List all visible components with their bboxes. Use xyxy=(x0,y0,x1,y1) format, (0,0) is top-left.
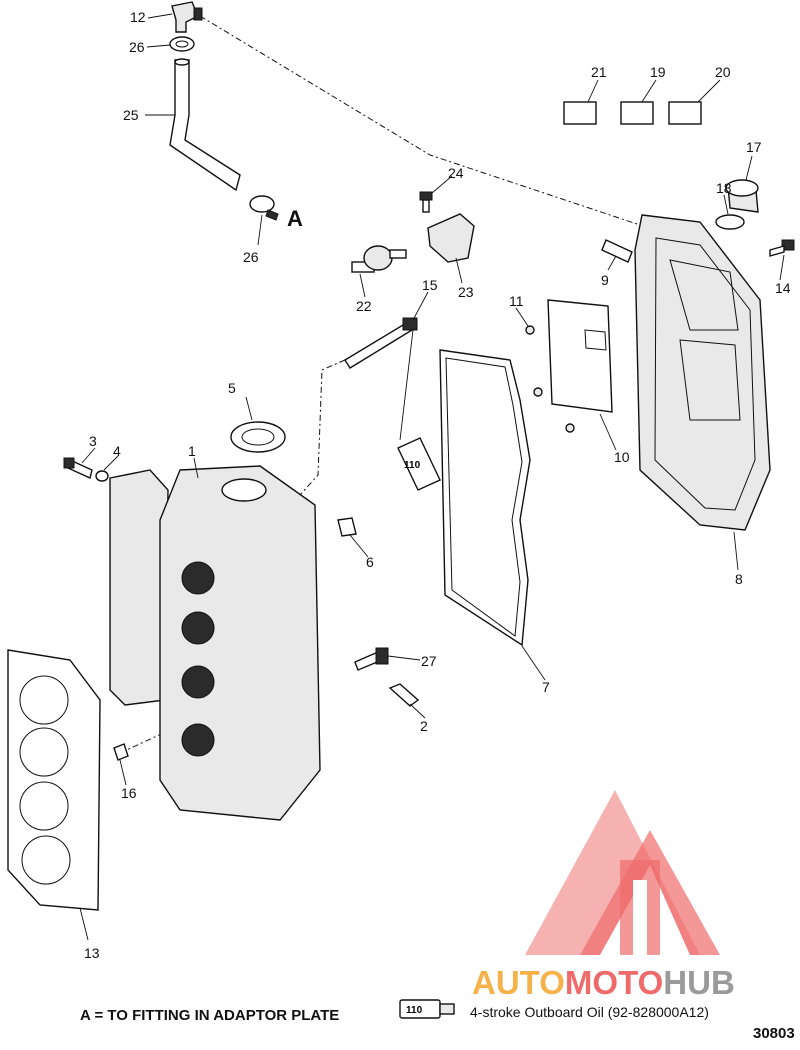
part-2-dowel-pin xyxy=(388,683,420,707)
part-8-valve-cover xyxy=(634,214,771,531)
callout-26-top: 26 xyxy=(129,39,145,55)
callout-6: 6 xyxy=(366,554,374,570)
part-14-bolt xyxy=(769,239,795,257)
detail-letter-a: A xyxy=(287,206,303,231)
callout-10: 10 xyxy=(614,449,630,465)
callout-16: 16 xyxy=(121,785,137,801)
part-17-fill-cap xyxy=(725,179,759,213)
part-10-plate xyxy=(547,299,613,413)
callout-21: 21 xyxy=(591,64,607,80)
part-22-check-valve xyxy=(351,245,407,273)
callout-19: 19 xyxy=(650,64,666,80)
callout-5: 5 xyxy=(228,380,236,396)
callout-8: 8 xyxy=(735,571,743,587)
part-5-seal xyxy=(230,421,286,453)
bolt-route-line xyxy=(299,359,346,496)
part-18-o-ring xyxy=(715,214,745,230)
part-25-hose xyxy=(169,58,241,192)
part-21-decal xyxy=(563,101,597,125)
callout-22: 22 xyxy=(356,298,372,314)
part-9-dowel xyxy=(601,239,633,263)
part-26-clamp-bottom xyxy=(249,195,279,221)
callout-23: 23 xyxy=(458,284,474,300)
callout-13: 13 xyxy=(84,945,100,961)
callout-labels: 12 26 25 26 21 19 20 24 23 22 15 11 10 9… xyxy=(84,9,791,961)
callout-1: 1 xyxy=(188,443,196,459)
callout-2: 2 xyxy=(420,718,428,734)
callout-24: 24 xyxy=(448,165,464,181)
callout-17: 17 xyxy=(746,139,762,155)
callout-15: 15 xyxy=(422,277,438,293)
figure-number: 30803 xyxy=(753,1025,795,1042)
callout-3: 3 xyxy=(89,433,97,449)
part-26-clamp-top xyxy=(169,36,195,52)
callout-14: 14 xyxy=(775,280,791,296)
oil-tube-110: 110 xyxy=(397,437,441,491)
legend-oil-text: 4-stroke Outboard Oil (92-828000A12) xyxy=(470,1004,709,1020)
svg-text:110: 110 xyxy=(404,460,421,471)
callout-12: 12 xyxy=(130,9,146,25)
watermark-logo xyxy=(525,790,720,955)
watermark-text: AUTOMOTOHUB xyxy=(472,964,735,1001)
part-4-washer xyxy=(95,470,109,482)
callout-9: 9 xyxy=(601,272,609,288)
part-13-head-gasket xyxy=(7,649,101,911)
part-19-decal xyxy=(620,101,654,125)
callout-25: 25 xyxy=(123,107,139,123)
part-12-elbow-fitting xyxy=(171,1,203,33)
part-1-cylinder-head xyxy=(159,465,321,821)
callout-18: 18 xyxy=(716,180,732,196)
part-7-gasket xyxy=(439,349,531,647)
part-3-bolt xyxy=(63,457,93,479)
part-20-decal xyxy=(668,101,702,125)
part-27-bolt xyxy=(354,647,389,671)
part-24-screw xyxy=(419,191,433,213)
fitting-note: A = TO FITTING IN ADAPTOR PLATE xyxy=(80,1007,340,1024)
callout-27: 27 xyxy=(421,653,437,669)
callout-20: 20 xyxy=(715,64,731,80)
legend-tube-label: 110 xyxy=(406,1005,423,1016)
part-23-bracket xyxy=(427,213,475,263)
callout-4: 4 xyxy=(113,443,121,459)
leader-lines xyxy=(79,13,785,941)
part-16-pin xyxy=(113,743,129,761)
callout-7: 7 xyxy=(542,679,550,695)
part-11-screws xyxy=(525,325,575,433)
hose-route-line xyxy=(199,15,641,226)
part-15-long-bolt xyxy=(344,317,418,369)
part-6-dowel xyxy=(337,517,357,537)
callout-11: 11 xyxy=(509,293,524,309)
callout-26-bottom: 26 xyxy=(243,249,259,265)
legend-oil-tube-icon: 110 xyxy=(399,999,455,1019)
